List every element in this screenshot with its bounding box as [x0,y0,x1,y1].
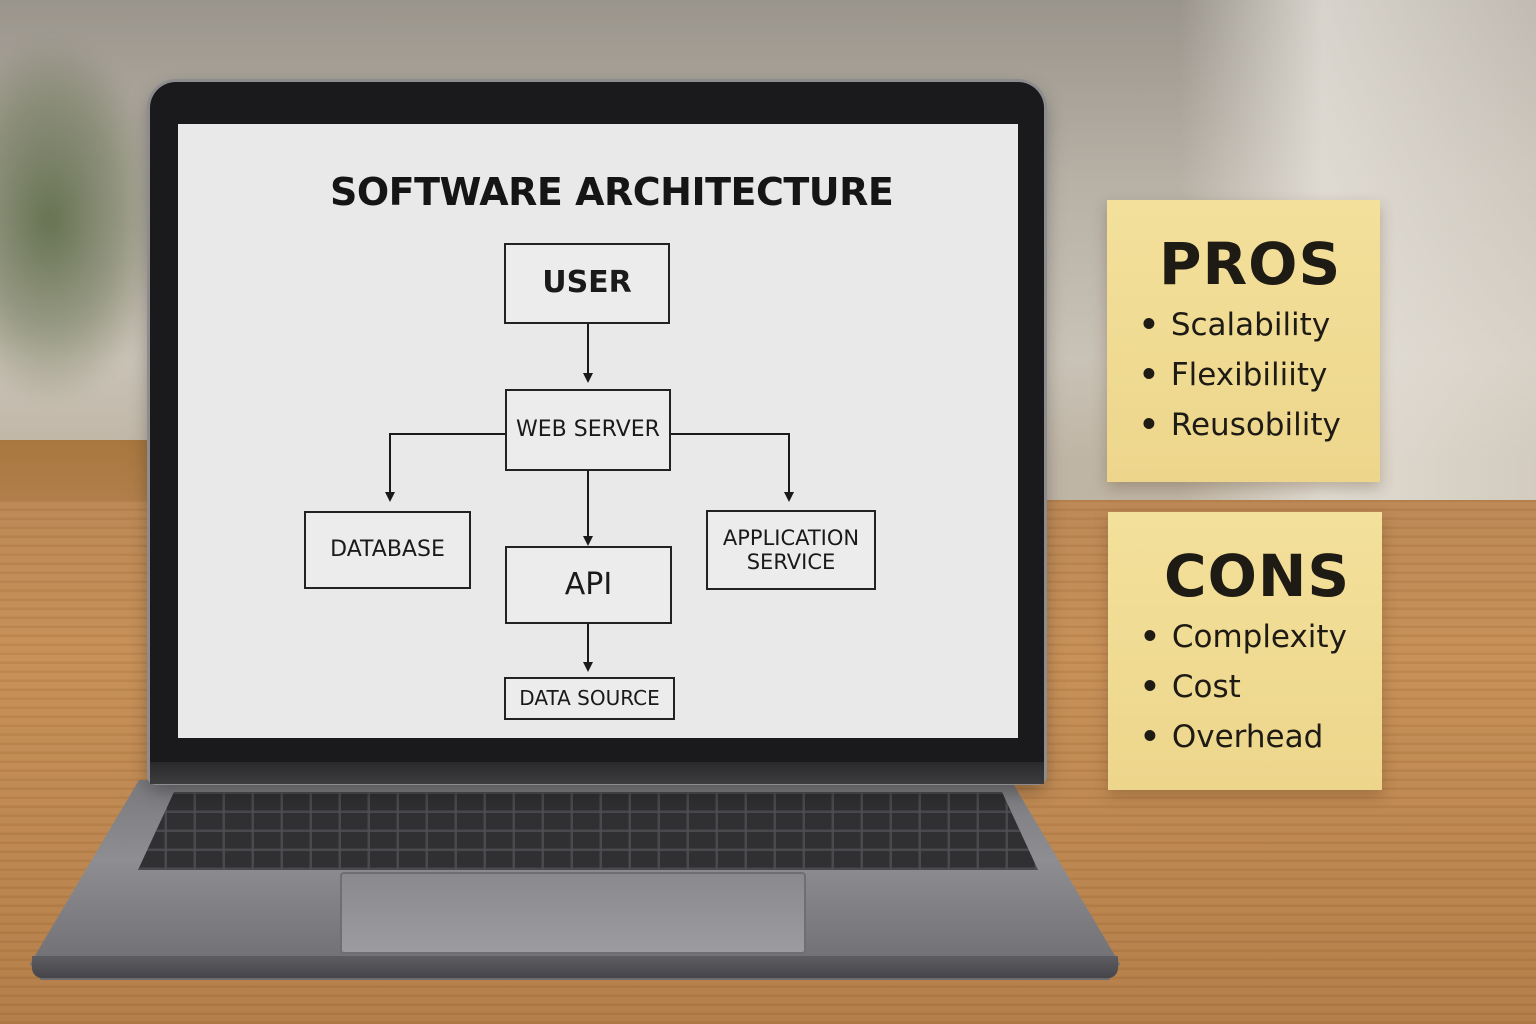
pros-item: Reusobility [1139,400,1380,450]
cons-item: Cost [1140,662,1382,712]
node-user: USER [504,243,670,324]
laptop-trackpad [340,872,806,954]
node-api: API [505,546,672,624]
laptop-front-edge [32,956,1118,978]
pros-item: Scalability [1139,300,1380,350]
node-user-label: USER [542,265,632,301]
node-web-server: WEB SERVER [505,389,671,471]
node-database-label: DATABASE [330,537,445,563]
cons-item: Complexity [1140,612,1382,662]
sticky-note-cons: CONS Complexity Cost Overhead [1108,512,1382,790]
laptop-hinge [150,762,1044,784]
node-application-service: APPLICATION SERVICE [706,510,876,590]
sticky-note-pros: PROS Scalability Flexibiliity Reusobilit… [1107,200,1380,482]
background-plant [0,40,160,400]
node-application-service-label: APPLICATION SERVICE [722,525,860,574]
keyboard-key-rows [138,792,1038,870]
pros-title: PROS [1159,230,1342,298]
diagram-title: SOFTWARE ARCHITECTURE [330,170,894,214]
pros-item: Flexibiliity [1139,350,1380,400]
node-data-source: DATA SOURCE [504,677,675,720]
cons-item: Overhead [1140,712,1382,762]
cons-title: CONS [1164,542,1351,610]
pros-list: Scalability Flexibiliity Reusobility [1139,300,1380,450]
node-data-source-label: DATA SOURCE [519,686,660,710]
node-web-server-label: WEB SERVER [516,417,660,443]
node-api-label: API [564,566,613,602]
cons-list: Complexity Cost Overhead [1140,612,1382,762]
node-database: DATABASE [304,511,471,589]
